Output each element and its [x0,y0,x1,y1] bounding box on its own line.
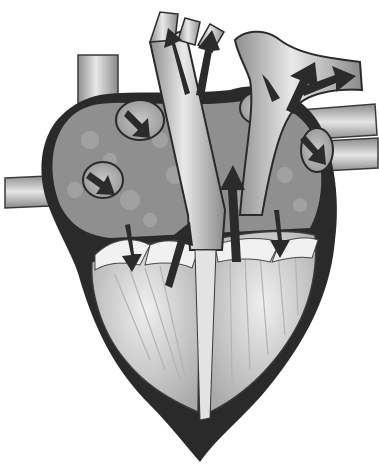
heart-diagram [0,0,379,470]
heart-illustration [0,0,379,470]
